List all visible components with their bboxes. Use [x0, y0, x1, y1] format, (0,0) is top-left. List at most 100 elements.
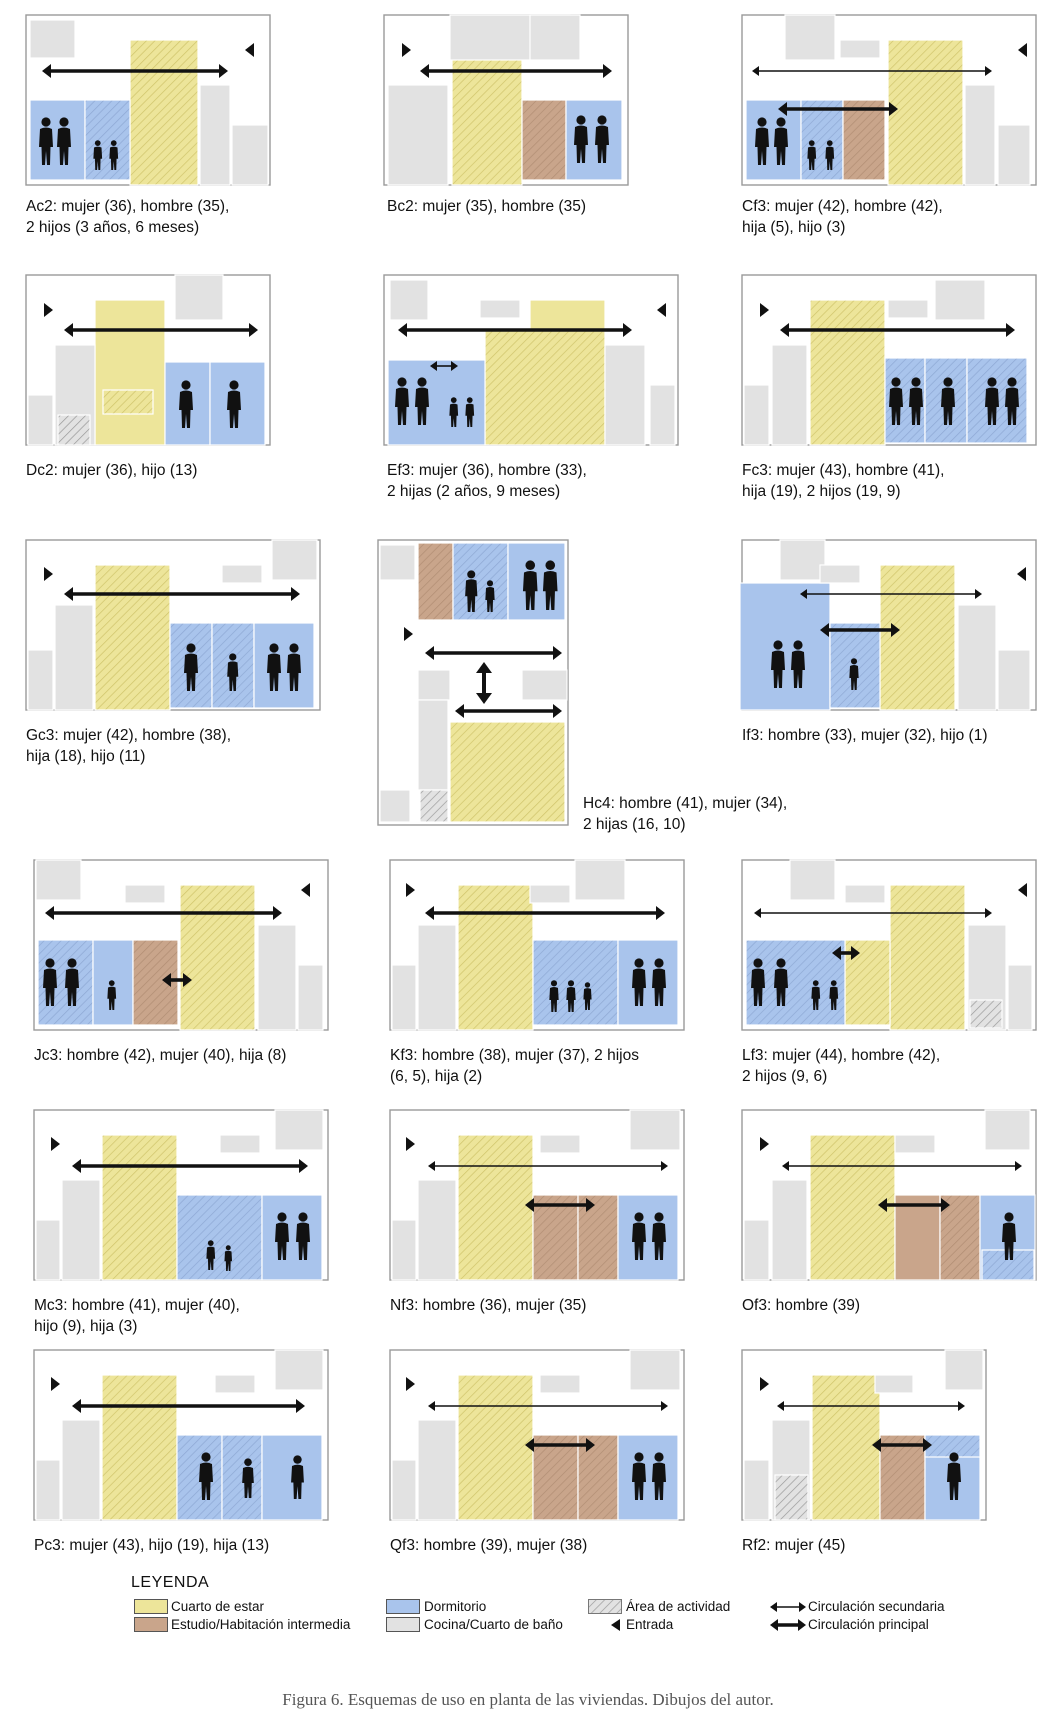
room — [842, 99, 886, 181]
legend-swatch-service — [386, 1617, 420, 1632]
caption-line: hija (18), hijo (11) — [26, 748, 146, 765]
room — [809, 1134, 896, 1281]
room — [221, 1434, 263, 1521]
person-icon — [751, 958, 765, 1006]
plan-caption-pc3: Pc3: mujer (43), hijo (19), hija (13) — [34, 1535, 269, 1556]
person-icon — [179, 380, 193, 428]
room — [800, 99, 844, 181]
room — [521, 669, 568, 701]
caption-line: 2 hijos (3 años, 6 meses) — [26, 219, 200, 236]
caption-line: Bc2: mujer (35), hombre (35) — [387, 198, 586, 215]
person-icon — [242, 1458, 254, 1498]
person-icon — [595, 115, 609, 163]
room — [61, 1179, 101, 1281]
person-icon — [829, 980, 839, 1010]
plan-caption-qf3: Qf3: hombre (39), mujer (38) — [390, 1535, 587, 1556]
person-icon — [632, 1452, 646, 1500]
person-icon — [947, 1452, 961, 1500]
caption-line: 2 hijos (9, 6) — [742, 1068, 828, 1085]
room — [389, 279, 429, 321]
room — [894, 1194, 941, 1281]
room — [54, 604, 94, 711]
floor-plan-jc3 — [33, 859, 329, 1031]
legend-label-study: Estudio/Habitación intermedia — [171, 1617, 351, 1632]
secondary-circulation-arrow — [754, 908, 992, 918]
person-icon — [583, 982, 592, 1010]
caption-line: Qf3: hombre (39), mujer (38) — [390, 1537, 588, 1554]
legend-swatch-study — [134, 1617, 168, 1632]
person-icon — [1002, 1212, 1016, 1260]
room — [253, 622, 315, 709]
main-circulation-arrow — [778, 102, 898, 116]
room — [577, 1194, 619, 1281]
room — [539, 1134, 581, 1154]
caption-line: Gc3: mujer (42), hombre (38), — [26, 727, 232, 744]
legend-swatch-bedroom — [386, 1599, 420, 1614]
plan-caption-gc3: Gc3: mujer (42), hombre (38), hija (18), … — [26, 725, 231, 767]
room — [957, 604, 997, 711]
room — [771, 344, 808, 446]
main-circulation-arrow — [72, 1159, 308, 1173]
room — [129, 39, 199, 186]
room — [84, 99, 131, 181]
person-icon — [227, 380, 241, 428]
room — [419, 789, 449, 823]
main-circulation-arrow — [72, 1399, 305, 1413]
person-icon — [465, 397, 475, 427]
person-icon — [566, 980, 576, 1012]
room — [261, 1194, 323, 1281]
floor-plan-ac2 — [25, 14, 271, 186]
thin-double-arrow-icon — [770, 1602, 806, 1612]
person-icon — [57, 117, 71, 165]
room — [811, 1374, 881, 1521]
person-icon — [287, 643, 301, 691]
secondary-circulation-arrow — [430, 361, 458, 371]
secondary-circulation-arrow — [782, 1161, 1022, 1171]
entry-triangle-icon — [404, 627, 413, 641]
legend-label-secondary: Circulación secundaria — [808, 1599, 945, 1614]
main-circulation-arrow — [525, 1438, 595, 1452]
main-circulation-arrow — [420, 64, 612, 78]
room — [969, 999, 1003, 1029]
room — [417, 924, 457, 1031]
room — [132, 939, 179, 1026]
person-icon — [224, 1245, 233, 1271]
room — [417, 669, 451, 701]
room — [417, 699, 449, 791]
room — [984, 1109, 1031, 1151]
main-circulation-arrow — [162, 973, 192, 987]
floor-plan-mc3 — [33, 1109, 329, 1281]
person-icon — [415, 377, 429, 425]
room — [784, 14, 836, 61]
plan-caption-rf2: Rf2: mujer (45) — [742, 1535, 845, 1556]
person-icon — [93, 140, 103, 170]
room — [809, 299, 886, 446]
main-circulation-arrow — [832, 946, 860, 960]
main-circulation-arrow — [780, 323, 1015, 337]
plan-caption-of3: Of3: hombre (39) — [742, 1295, 860, 1316]
floor-plan-kf3 — [389, 859, 685, 1031]
room — [297, 964, 324, 1031]
room — [879, 564, 956, 711]
entry-triangle-icon — [760, 1377, 769, 1391]
vertical-circulation-arrow — [476, 662, 492, 704]
person-icon — [199, 1452, 213, 1500]
room — [934, 279, 986, 321]
entry-triangle-icon — [406, 1377, 415, 1391]
room — [629, 1109, 681, 1151]
room — [649, 384, 676, 446]
room — [379, 789, 411, 823]
entry-triangle-icon — [51, 1137, 60, 1151]
room — [452, 542, 509, 621]
secondary-circulation-arrow — [428, 1401, 668, 1411]
plan-caption-hc4: Hc4: hombre (41), mujer (34),2 hijas (16… — [583, 793, 787, 835]
room — [457, 1134, 534, 1281]
figure-caption: Figura 6. Esquemas de uso en planta de l… — [282, 1690, 774, 1709]
person-icon — [107, 980, 117, 1010]
person-icon — [227, 653, 239, 691]
room — [101, 1134, 178, 1281]
person-icon — [774, 958, 788, 1006]
person-icon — [574, 115, 588, 163]
floor-plan-hc4 — [377, 539, 569, 826]
room — [743, 384, 770, 446]
